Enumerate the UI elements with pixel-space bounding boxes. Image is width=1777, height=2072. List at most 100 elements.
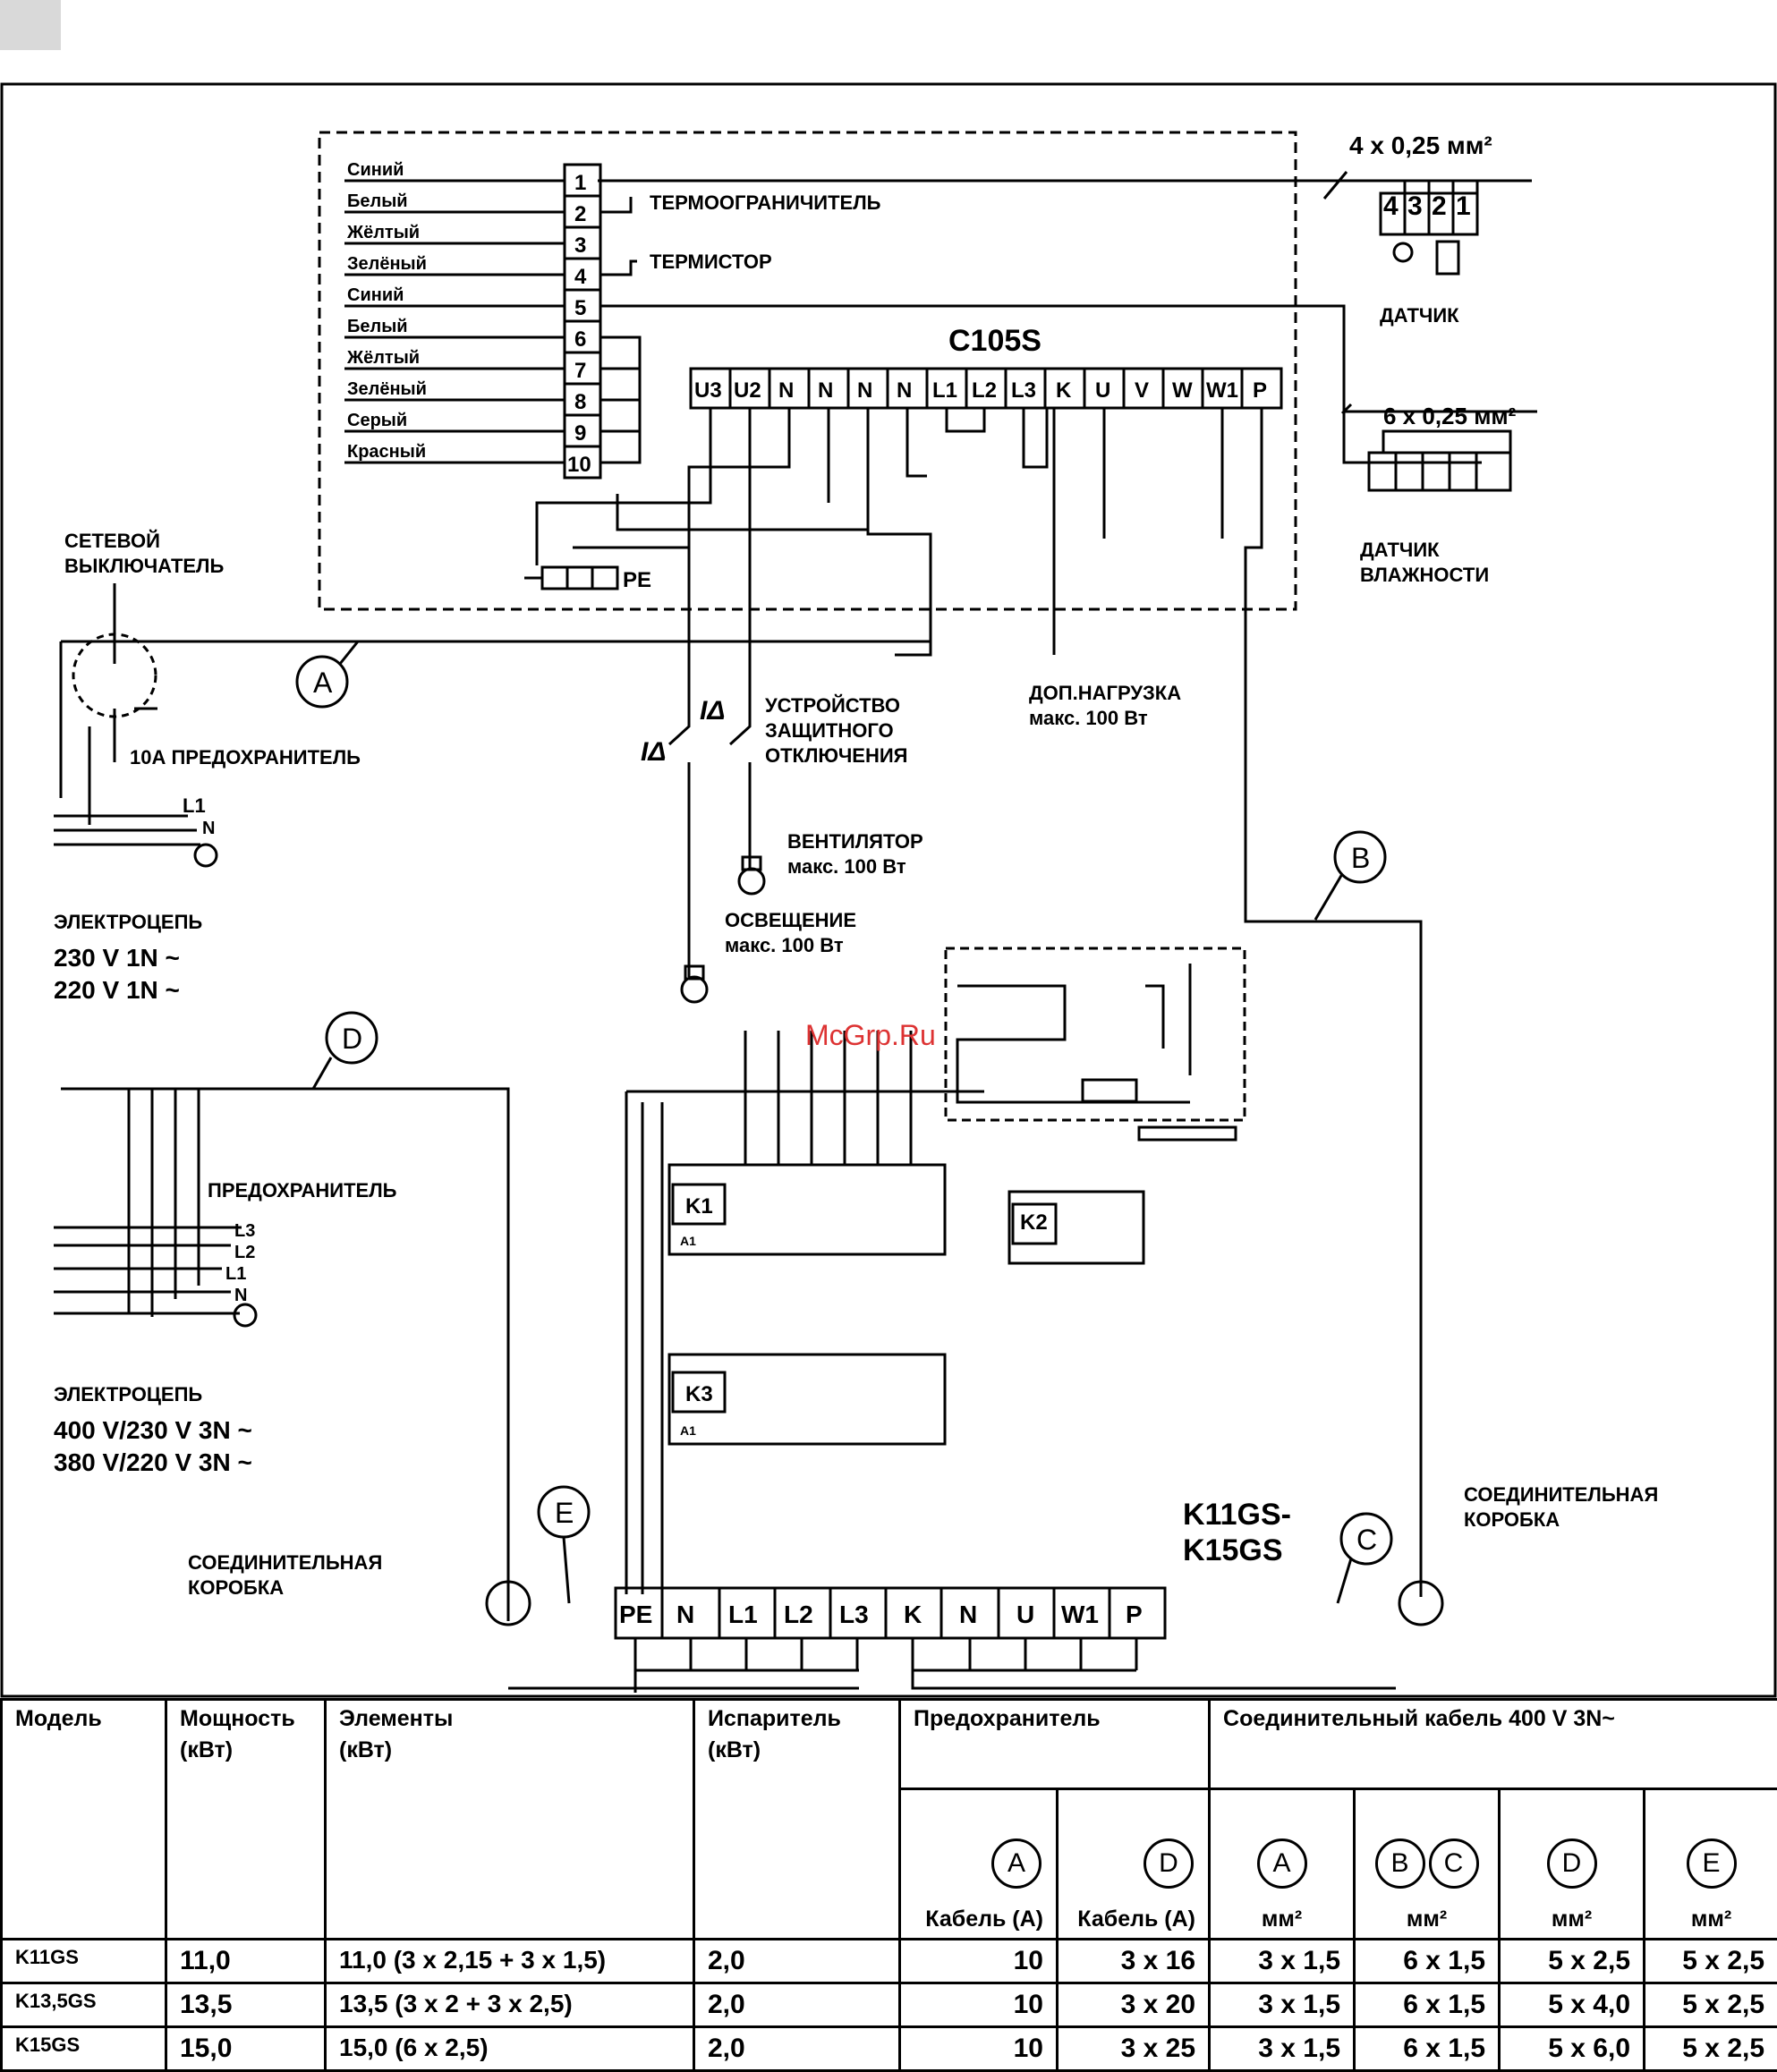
header-evaporator: Испаритель(кВт) — [694, 1700, 900, 1940]
header-model: Модель — [2, 1700, 166, 1940]
controller-pin: W1 — [1206, 378, 1238, 403]
lead-color: Зелёный — [347, 254, 427, 274]
header-heaters: Элементы(кВт) — [326, 1700, 694, 1940]
lighting-label-2: макс. 100 Вт — [725, 934, 844, 956]
junction-box-left-label-1: СОЕДИНИТЕЛЬНАЯ — [188, 1551, 382, 1574]
lead-color: Синий — [347, 160, 404, 180]
controller-pin: U3 — [694, 378, 722, 403]
cable-e-letter: E — [555, 1497, 574, 1529]
junction-box-right-label-2: КОРОБКА — [1464, 1508, 1560, 1531]
lead-color: Красный — [347, 442, 426, 462]
humidity-sensor — [1369, 431, 1510, 490]
l2-label: L2 — [234, 1243, 255, 1262]
terminal-number: 3 — [574, 234, 586, 258]
pe-block — [524, 567, 617, 589]
heater-pin: N — [959, 1601, 977, 1628]
lead-color: Белый — [347, 191, 408, 211]
diagram-border — [2, 84, 1775, 1696]
controller-pin: K — [1056, 378, 1072, 403]
terminal-colors: Синий Белый Жёлтый Зелёный Синий Белый Ж… — [346, 160, 427, 462]
controller-pin: V — [1135, 378, 1149, 403]
heater-pin: U — [1016, 1601, 1034, 1628]
terminal-number: 6 — [574, 327, 586, 352]
protective-device-label-1: УСТРОЙСТВО — [765, 694, 900, 717]
circuit-3-label-2: 400 V/230 V 3N ~ — [54, 1416, 252, 1444]
l3-label: L3 — [234, 1221, 255, 1241]
cable-a-letter: A — [313, 667, 333, 699]
heater-pin: L2 — [784, 1601, 813, 1628]
heater-pin: N — [676, 1601, 694, 1628]
controller-pins: U3 U2 N N N N L1 L2 L3 K U V W W1 P — [694, 378, 1267, 403]
controller-pin: N — [818, 378, 833, 403]
wire-humidity-label: 6 x 0,25 мм² — [1383, 403, 1517, 429]
wire-top-label: 4 x 0,25 мм² — [1349, 132, 1492, 159]
sensor-pin-3: 3 — [1407, 191, 1423, 221]
terminal-number: 2 — [574, 202, 586, 226]
model-label-1: K11GS- — [1183, 1498, 1291, 1532]
heater-pin: P — [1126, 1601, 1143, 1628]
fuse-10a-label: 10А ПРЕДОХРАНИТЕЛЬ — [130, 746, 361, 769]
corner-tab — [0, 0, 61, 50]
fuse-label: ПРЕДОХРАНИТЕЛЬ — [208, 1179, 397, 1202]
circuit-1-label-2: 230 V 1N ~ — [54, 944, 180, 972]
k1-label: K1 — [685, 1194, 713, 1219]
header-fuse: Предохранитель — [900, 1700, 1210, 1789]
lamp-symbol — [682, 977, 707, 1002]
protective-device-label-2: ЗАЩИТНОГО — [765, 719, 894, 742]
protective-device-label-3: ОТКЛЮЧЕНИЯ — [765, 744, 907, 767]
controller-pin: N — [897, 378, 912, 403]
i-delta-label-2: IΔ — [641, 737, 666, 767]
terminal-number: 5 — [574, 296, 586, 320]
controller-pin: P — [1253, 378, 1267, 403]
humidity-label-2: ВЛАЖНОСТИ — [1360, 564, 1489, 586]
lead-color: Серый — [347, 411, 407, 430]
sensor-pin-4: 4 — [1383, 191, 1399, 221]
thermistor-label: ТЕРМИСТОР — [650, 251, 772, 273]
relay-box — [946, 948, 1245, 1120]
sensor-label: ДАТЧИК — [1380, 304, 1459, 327]
mains-switch-label-2: ВЫКЛЮЧАТЕЛЬ — [64, 555, 224, 577]
cable-d-letter: D — [342, 1023, 362, 1055]
sensor-pin-2: 2 — [1432, 191, 1447, 221]
circuit-3-label-1: ЭЛЕКТРОЦЕПЬ — [54, 1383, 202, 1405]
lead-color: Жёлтый — [346, 223, 420, 242]
controller-label: C105S — [948, 324, 1042, 358]
controller-pin: N — [857, 378, 872, 403]
k3-label: K3 — [685, 1382, 713, 1406]
controller-pin: L2 — [972, 378, 997, 403]
l1-label: L1 — [183, 794, 206, 817]
circuit-1-label-3: 220 V 1N ~ — [54, 976, 180, 1004]
junction-box-left-label-2: КОРОБКА — [188, 1576, 284, 1599]
terminal-number: 4 — [574, 265, 587, 289]
spec-table: Модель Мощность(кВт) Элементы(кВт) Испар… — [0, 1698, 1777, 2072]
k2-label: K2 — [1020, 1210, 1048, 1235]
terminal-number: 10 — [567, 453, 591, 477]
wiring-diagram: 4 x 0,25 мм² 4 3 2 1 ДАТЧИК 6 x 0,25 мм²… — [0, 82, 1777, 1698]
mains-switch-label-1: СЕТЕВОЙ — [64, 530, 160, 552]
wire-top-mark — [1324, 172, 1347, 199]
model-label-2: K15GS — [1183, 1533, 1283, 1567]
circuit-3-label-3: 380 V/220 V 3N ~ — [54, 1448, 252, 1476]
terminal-number: 8 — [574, 390, 586, 414]
heater-pin: PE — [619, 1601, 652, 1628]
cable-b-letter: B — [1351, 842, 1370, 874]
watermark: McGrp.Ru — [805, 1019, 936, 1051]
table-row: K15GS 15,0 15,0 (6 x 2,5) 2,0 10 3 x 25 … — [2, 2027, 1777, 2071]
table-row: K13,5GS 13,5 13,5 (3 x 2 + 3 x 2,5) 2,0 … — [2, 1983, 1777, 2027]
pe-label: PE — [623, 568, 651, 592]
l1-label-3p: L1 — [225, 1264, 246, 1284]
terminal-numbers: 1 2 3 4 5 6 7 8 9 10 — [567, 171, 591, 477]
terminal-number: 7 — [574, 359, 586, 383]
controller-pin: U — [1095, 378, 1110, 403]
sensor-pin-1: 1 — [1456, 191, 1471, 221]
a1-label-k1: A1 — [680, 1234, 696, 1248]
heater-pins: PE N L1 L2 L3 K N U W1 P — [619, 1601, 1143, 1628]
table-row: K11GS 11,0 11,0 (3 x 2,15 + 3 x 1,5) 2,0… — [2, 1940, 1777, 1983]
circuit-1-label-1: ЭЛЕКТРОЦЕПЬ — [54, 911, 202, 933]
controller-pin: W — [1172, 378, 1193, 403]
n-label: N — [202, 819, 215, 838]
header-power: Мощность(кВт) — [166, 1700, 326, 1940]
